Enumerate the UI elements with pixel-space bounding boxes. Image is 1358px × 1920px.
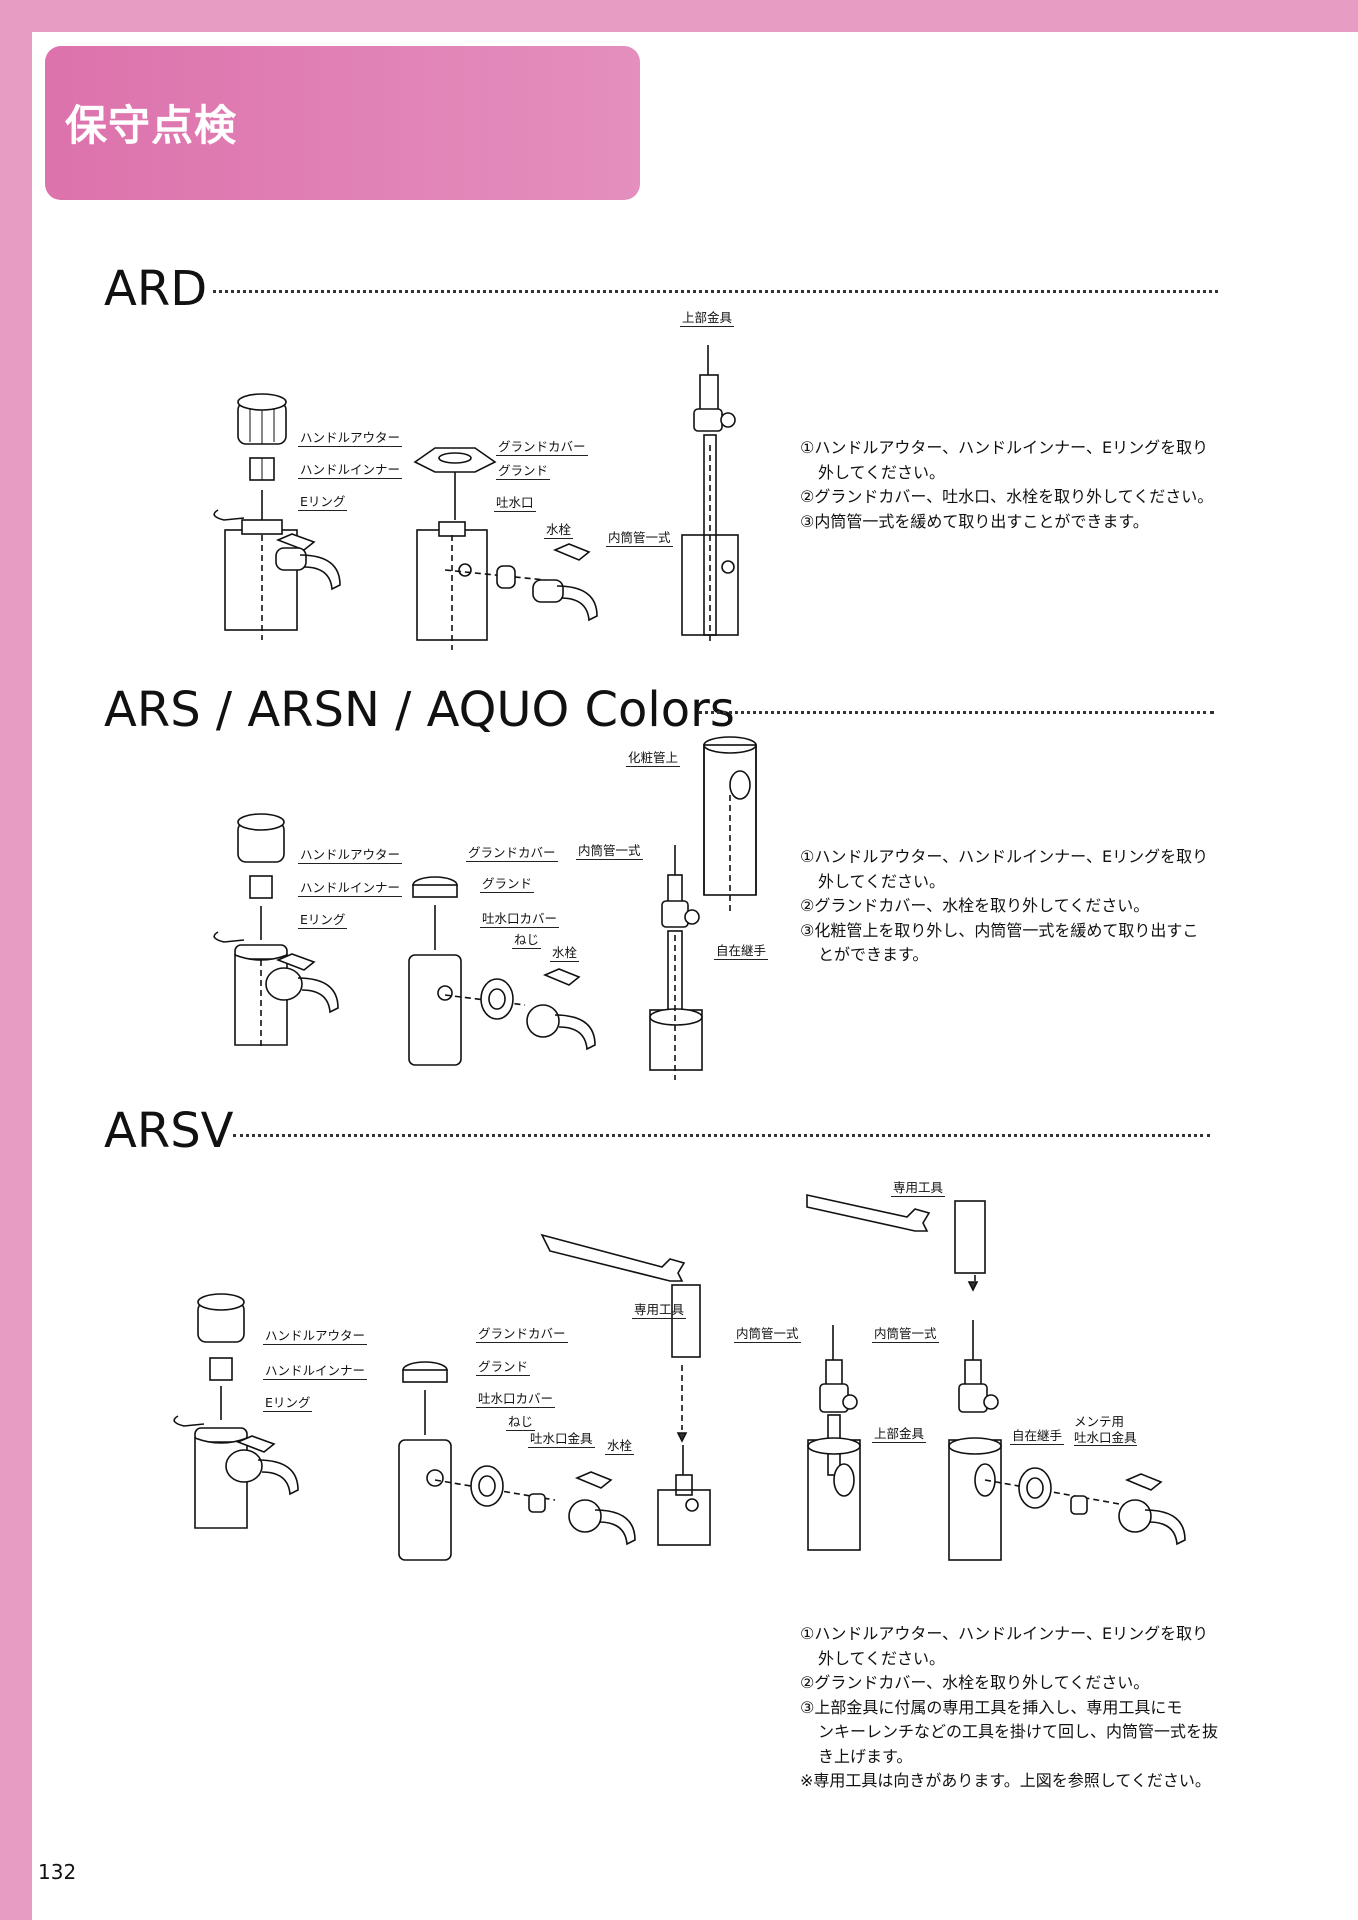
label-e-ring: Eリング [263, 1395, 313, 1412]
section-divider [213, 290, 1218, 293]
label-faucet: 水栓 [544, 522, 574, 539]
step-line: 外してください。 [818, 871, 946, 891]
ars-gland-diagram [408, 876, 596, 1066]
label-special-tool-1: 専用工具 [632, 1302, 687, 1319]
label-handle-inner: ハンドルインナー [263, 1363, 368, 1380]
step-line: ②グランドカバー、水栓を取り外してください。 [800, 896, 1150, 915]
title-banner: 保守点検 [45, 46, 640, 200]
ard-instructions: ①ハンドルアウター、ハンドルインナー、Eリングを取り 外してください。 ②グラン… [800, 436, 1220, 534]
ars-instructions: ①ハンドルアウター、ハンドルインナー、Eリングを取り 外してください。 ②グラン… [800, 845, 1220, 968]
label-inner-pipe-set: 内筒管一式 [606, 530, 673, 547]
ars-handle-diagram [213, 813, 339, 1050]
step-line: ※専用工具は向きがあります。上図を参照してください。 [800, 1771, 1211, 1790]
ard-handle-diagram [213, 393, 341, 640]
step-line: ンキーレンチなどの工具を掛けて回し、内筒管一式を抜 [818, 1722, 1219, 1741]
left-band [0, 0, 32, 1920]
section-heading-arsv: ARSV [104, 1103, 234, 1159]
step-line: ③内筒管一式を緩めて取り出すことができます。 [800, 511, 1149, 531]
ard-inner-pipe-diagram [681, 345, 739, 645]
label-spout-cover: 吐水口カバー [480, 911, 560, 928]
section-heading-ard: ARD [104, 261, 208, 317]
step-line: ③上部金具に付属の専用工具を挿入し、専用工具にモ [800, 1697, 1183, 1717]
label-gland-cover: グランドカバー [496, 439, 588, 456]
ard-gland-diagram [413, 447, 598, 650]
arsv-tool-diagram-1 [540, 1233, 711, 1546]
step-line: 外してください。 [818, 462, 946, 482]
arsv-handle-diagram [173, 1293, 299, 1529]
label-swivel-joint: 自在継手 [714, 943, 769, 960]
arsv-instructions: ①ハンドルアウター、ハンドルインナー、Eリングを取り 外してください。 ②グラン… [800, 1622, 1220, 1794]
step-line: ②グランドカバー、水栓を取り外してください。 [800, 1673, 1150, 1692]
label-screw: ねじ [512, 932, 542, 949]
label-handle-inner: ハンドルインナー [298, 462, 403, 479]
step-line: ①ハンドルアウター、ハンドルインナー、Eリングを取り [800, 847, 1209, 866]
label-handle-inner: ハンドルインナー [298, 880, 403, 897]
arsv-inner-pipe-diagram-2 [948, 1281, 1186, 1561]
arsv-gland-diagram [398, 1361, 636, 1561]
label-swivel-joint: 自在継手 [1010, 1428, 1065, 1445]
arsv-tool-diagram-2 [806, 1194, 986, 1285]
step-line: ①ハンドルアウター、ハンドルインナー、Eリングを取り [800, 438, 1209, 457]
label-upper-fitting: 上部金具 [872, 1426, 927, 1443]
label-gland: グランド [480, 876, 535, 893]
label-gland: グランド [476, 1359, 531, 1376]
label-faucet: 水栓 [550, 945, 580, 962]
label-e-ring: Eリング [298, 912, 348, 929]
label-inner-pipe-set: 内筒管一式 [576, 843, 643, 860]
label-spout: 吐水口 [494, 495, 536, 512]
label-upper-fitting: 上部金具 [680, 310, 735, 327]
label-gland-cover: グランドカバー [466, 845, 558, 862]
section-divider [233, 1134, 1210, 1137]
label-maint-line2: 吐水口金具 [1074, 1429, 1137, 1447]
ars-pipe-diagram [649, 736, 757, 1080]
step-line: 外してください。 [818, 1648, 946, 1668]
label-inner-pipe-set-2: 内筒管一式 [872, 1326, 939, 1343]
label-spout-cover: 吐水口カバー [476, 1391, 556, 1408]
label-special-tool-2: 専用工具 [891, 1180, 946, 1197]
label-maint-spout-fitting: メンテ用 吐水口金具 [1074, 1414, 1137, 1447]
section-divider [698, 711, 1214, 714]
step-line: き上げます。 [818, 1746, 913, 1766]
label-maint-line1: メンテ用 [1074, 1414, 1125, 1429]
label-spout-fitting: 吐水口金具 [528, 1431, 595, 1448]
step-line: ②グランドカバー、吐水口、水栓を取り外してください。 [800, 487, 1214, 506]
step-line: とができます。 [818, 945, 929, 964]
label-e-ring: Eリング [298, 494, 348, 511]
label-gland: グランド [496, 463, 551, 480]
label-handle-outer: ハンドルアウター [298, 430, 403, 447]
label-screw: ねじ [506, 1414, 536, 1431]
label-handle-outer: ハンドルアウター [263, 1328, 368, 1345]
label-faucet: 水栓 [605, 1438, 635, 1455]
page-number: 132 [38, 1860, 77, 1884]
arsv-inner-pipe-diagram-1 [807, 1325, 861, 1551]
label-decor-pipe-upper: 化粧管上 [626, 750, 681, 767]
step-line: ③化粧管上を取り外し、内筒管一式を緩めて取り出すこ [800, 920, 1199, 940]
label-handle-outer: ハンドルアウター [298, 847, 403, 864]
label-gland-cover: グランドカバー [476, 1326, 568, 1343]
section-heading-ars: ARS / ARSN / AQUO Colors [104, 682, 735, 738]
top-band [0, 0, 1358, 32]
label-inner-pipe-set-1: 内筒管一式 [734, 1326, 801, 1343]
page-title: 保守点検 [65, 101, 238, 150]
step-line: ①ハンドルアウター、ハンドルインナー、Eリングを取り [800, 1624, 1209, 1643]
